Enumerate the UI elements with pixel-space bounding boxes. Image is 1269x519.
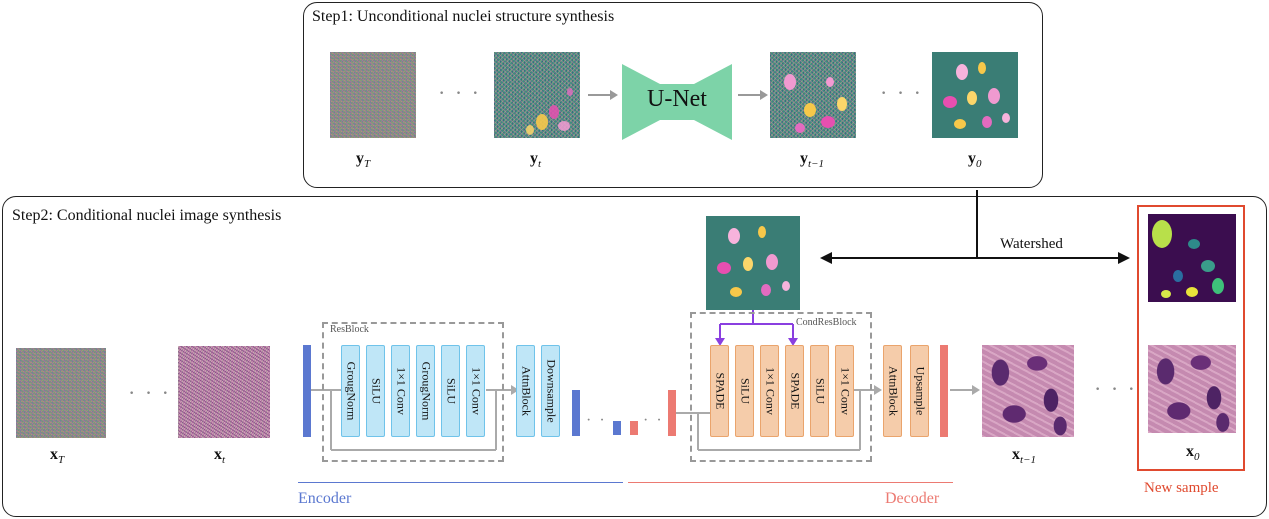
ellipsis: · · · (128, 380, 171, 405)
unet-label: U-Net (647, 86, 707, 112)
ellipsis: · · · (1094, 376, 1137, 401)
nuclei-shapes (784, 74, 847, 133)
image-xT (16, 348, 106, 438)
encoder-block-1: GrougNorm (341, 345, 360, 437)
condition-image (706, 216, 800, 310)
unet-block: U-Net (622, 62, 732, 142)
decoder-attnblock: AttnBlock (883, 345, 902, 437)
watershed-connector (820, 190, 1130, 264)
step2-panel (2, 196, 1267, 517)
condresblock-label: CondResBlock (796, 317, 857, 328)
image-yT (330, 52, 416, 138)
decoder-flow-lines (676, 385, 882, 451)
decoder-block-6: 1×1 Conv (835, 345, 854, 437)
encoder-block-5: SiLU (441, 345, 460, 437)
step1-title: Step1: Unconditional nuclei structure sy… (312, 8, 615, 25)
decoder-block-3: 1×1 Conv (760, 345, 779, 437)
label-xt-minus-1: xt−1 (1012, 446, 1036, 467)
decoder-underline (628, 482, 953, 483)
decoder-output-bar (940, 345, 948, 437)
label-y0: y0 (968, 150, 982, 171)
encoder-block-4: GrougNorm (416, 345, 435, 437)
arrow-unet-yt1 (738, 90, 768, 100)
encoder-underline (298, 482, 623, 483)
decoder-block-5: SiLU (810, 345, 829, 437)
encoder-input-bar (303, 345, 311, 437)
image-y0 (932, 52, 1018, 138)
label-xt: xt (214, 446, 226, 467)
ellipsis: · · (586, 412, 607, 429)
condresblock-frame (690, 312, 872, 462)
decoder-input-bar (668, 390, 676, 436)
decoder-spade-2: SPADE (785, 345, 804, 437)
nuclei-shapes (943, 62, 1010, 129)
resblock-frame (322, 322, 504, 462)
ellipsis: · · · (438, 80, 481, 105)
mask-shapes (1152, 220, 1224, 298)
label-xT: xT (50, 446, 65, 467)
image-yt (494, 52, 580, 138)
bottleneck-bar-blue (613, 421, 621, 435)
arrow-yt-unet (588, 90, 618, 100)
encoder-downsample: Downsample (541, 345, 560, 437)
encoder-label: Encoder (298, 490, 352, 507)
encoder-block-2: SiLU (366, 345, 385, 437)
nuclei-shapes (717, 226, 790, 297)
new-sample-label: New sample (1144, 480, 1219, 496)
decoder-spade-1: SPADE (710, 345, 729, 437)
arrow-decoder-output (950, 385, 980, 395)
label-yt: yt (530, 150, 542, 171)
encoder-output-bar (572, 390, 580, 436)
ellipsis: · · · (880, 80, 923, 105)
decoder-upsample: Upsample (910, 345, 929, 437)
encoder-block-6: 1×1 Conv (466, 345, 485, 437)
new-sample-box (1137, 205, 1245, 471)
image-xt-minus-1 (982, 345, 1074, 437)
step2-title: Step2: Conditional nuclei image synthesi… (12, 207, 282, 224)
label-yt-minus-1: yt−1 (800, 150, 824, 171)
image-yt-minus-1 (770, 52, 856, 138)
resblock-label: ResBlock (330, 324, 369, 335)
encoder-attnblock: AttnBlock (516, 345, 535, 437)
label-x0: x0 (1186, 443, 1200, 464)
encoder-block-3: 1×1 Conv (391, 345, 410, 437)
image-xt (178, 346, 270, 438)
decoder-label: Decoder (885, 490, 940, 507)
watershed-label: Watershed (1000, 236, 1063, 252)
mask-image (1148, 214, 1236, 302)
step1-panel (303, 2, 1043, 188)
decoder-block-2: SiLU (735, 345, 754, 437)
nuclei-shapes (526, 88, 573, 135)
unet-shape (622, 64, 732, 140)
encoder-flow-lines (311, 385, 519, 451)
label-yT: yT (356, 150, 371, 171)
ellipsis: · · (643, 412, 664, 429)
bottleneck-bar-red (630, 421, 638, 435)
new-sample-image (1148, 345, 1236, 433)
